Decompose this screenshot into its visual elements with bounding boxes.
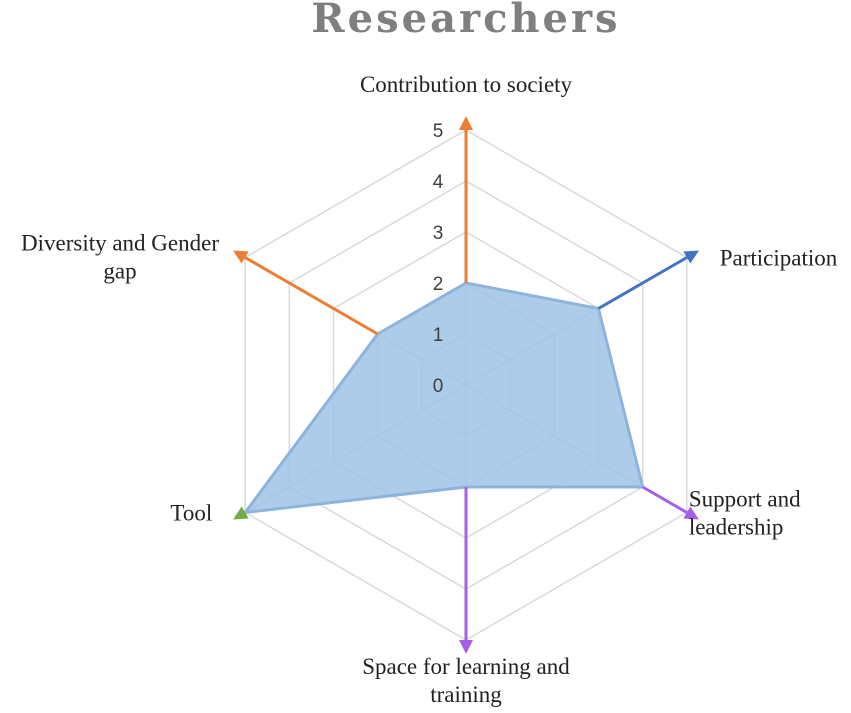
axis-label-line: gap: [103, 259, 136, 284]
axis-label: Diversity and Gender gap: [21, 231, 219, 284]
axis-label: Space for learning and training: [362, 654, 570, 707]
axis-labels: Contribution to societyParticipationSupp…: [21, 72, 838, 707]
axis-label-line: Participation: [720, 246, 838, 271]
series-polygon: [241, 281, 645, 515]
tick-label: 3: [433, 223, 444, 244]
axis-label-line: training: [430, 682, 502, 707]
axis-arrowhead: [683, 506, 699, 520]
axis-label: Participation: [720, 246, 838, 271]
axis-label-line: Diversity and Gender: [21, 231, 219, 256]
tick-label: 2: [433, 274, 444, 295]
axis-label-line: leadership: [689, 515, 784, 540]
axis-arrows: [233, 116, 699, 654]
tick-label: 5: [433, 121, 444, 142]
tick-label: 0: [433, 376, 444, 397]
chart-title: Researchers: [311, 0, 620, 42]
axis-label-line: Contribution to society: [360, 72, 573, 97]
axis-label-line: Tool: [170, 501, 212, 526]
axis-arrowhead: [233, 506, 249, 520]
tick-labels: 0 1 2 3 4 5: [433, 121, 444, 397]
axis-label: Tool: [170, 501, 212, 526]
axis-label-line: Space for learning and: [362, 654, 570, 679]
tick-label: 4: [433, 172, 444, 193]
axis-arrow-line: [597, 256, 688, 310]
axis-label: Support and leadership: [689, 487, 801, 540]
axis-arrowhead: [459, 116, 473, 130]
axis-arrow-line: [244, 256, 379, 336]
tick-label: 1: [433, 325, 444, 346]
axis-label-line: Support and: [689, 487, 801, 512]
axis-arrow-line: [641, 485, 688, 514]
axis-arrowhead: [683, 250, 699, 264]
series-area: [241, 281, 645, 515]
axis-label: Contribution to society: [360, 72, 573, 97]
axis-arrowhead: [233, 250, 249, 264]
axis-arrowhead: [459, 640, 473, 654]
